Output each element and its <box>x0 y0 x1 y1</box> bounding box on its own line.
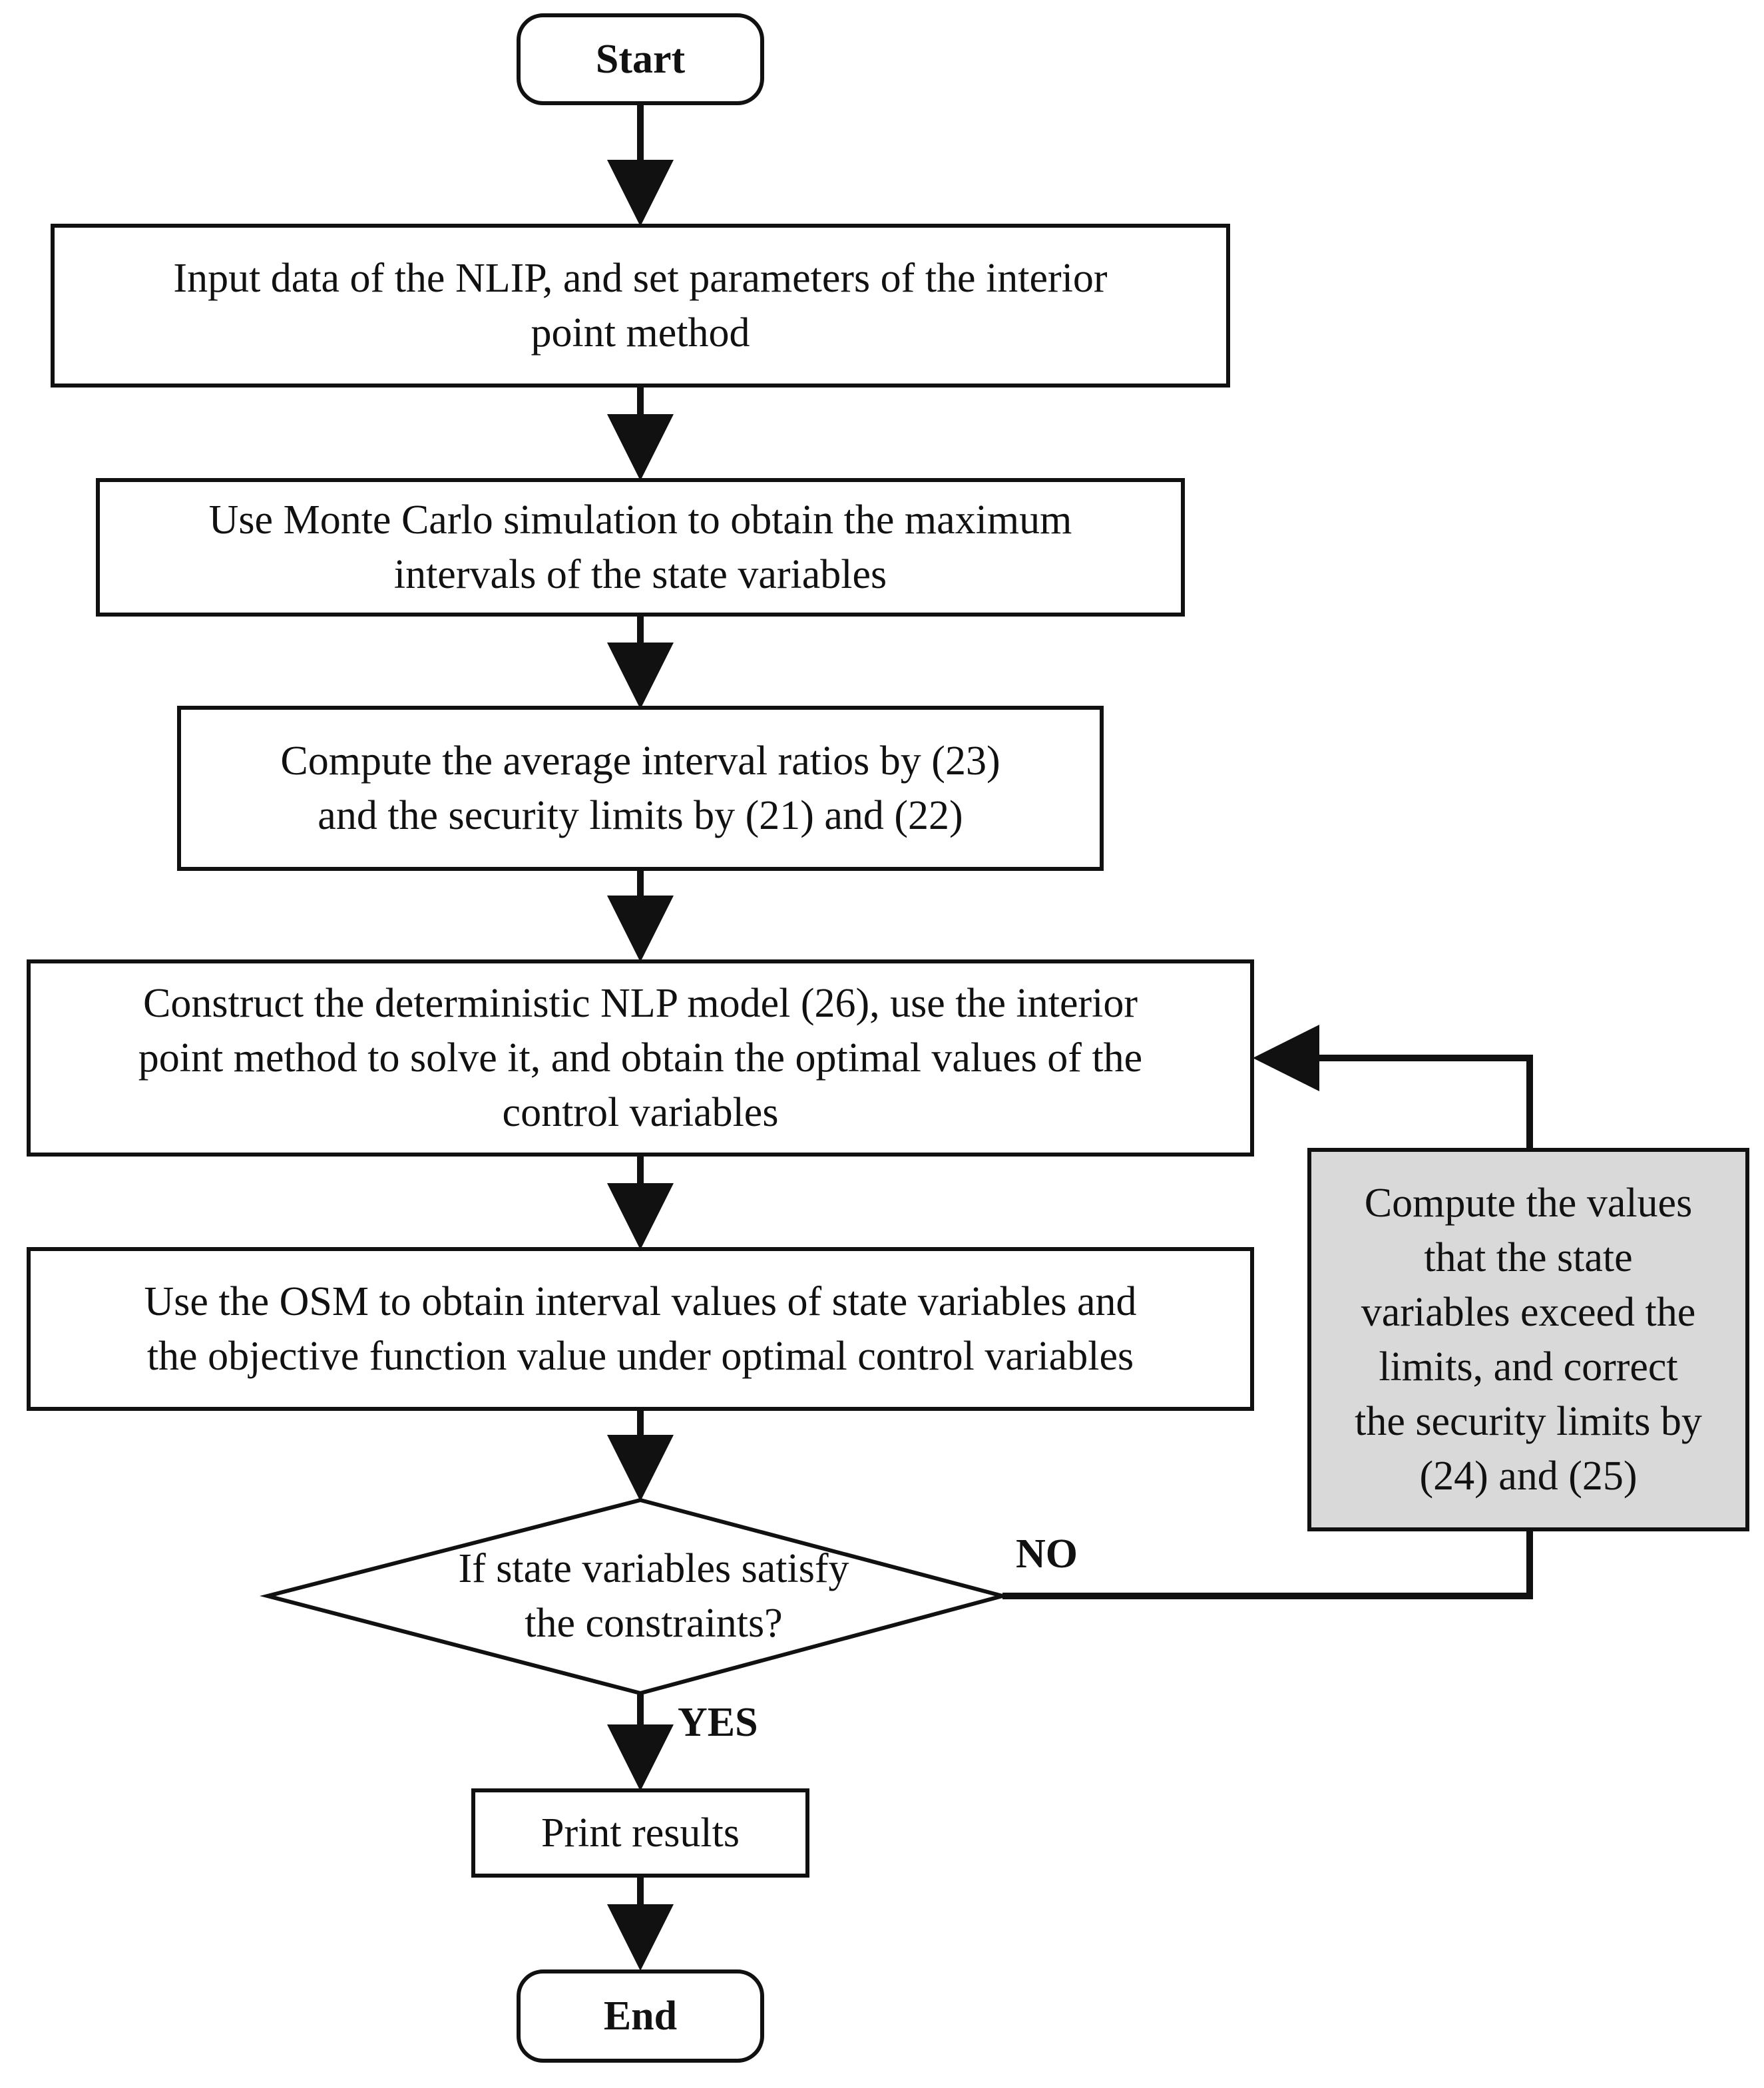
monte-carlo-step: Use Monte Carlo simulation to obtain the… <box>96 478 1185 617</box>
correct-limits-step: Compute the values that the state variab… <box>1307 1148 1749 1531</box>
start-terminal: Start <box>517 13 764 105</box>
input-data-text: Input data of the NLIP, and set paramete… <box>173 256 1108 356</box>
yes-label: YES <box>678 1700 758 1745</box>
osm-step: Use the OSM to obtain interval values of… <box>27 1247 1254 1411</box>
decision-diamond <box>260 1497 1010 1696</box>
construct-model-step: Construct the deterministic NLP model (2… <box>27 959 1254 1157</box>
compute-ratios-text: Compute the average interval ratios by (… <box>280 738 1000 838</box>
line-decision-no-to-correct <box>1002 1529 1533 1599</box>
osm-text: Use the OSM to obtain interval values of… <box>144 1279 1137 1379</box>
input-data-step: Input data of the NLIP, and set paramete… <box>51 224 1230 388</box>
print-results-text: Print results <box>541 1810 740 1856</box>
monte-carlo-text: Use Monte Carlo simulation to obtain the… <box>208 497 1072 597</box>
decision-text: If state variables satisfy the constrain… <box>458 1546 849 1646</box>
no-label: NO <box>1016 1531 1078 1577</box>
arrow-correct-to-construct <box>1253 1025 1533 1151</box>
end-label: End <box>603 1993 678 2039</box>
end-terminal: End <box>517 1969 764 2063</box>
compute-ratios-step: Compute the average interval ratios by (… <box>177 706 1104 871</box>
start-label: Start <box>595 37 686 82</box>
construct-model-text: Construct the deterministic NLP model (2… <box>138 981 1143 1135</box>
correct-limits-text: Compute the values that the state variab… <box>1355 1180 1702 1499</box>
print-results-step: Print results <box>471 1788 809 1878</box>
